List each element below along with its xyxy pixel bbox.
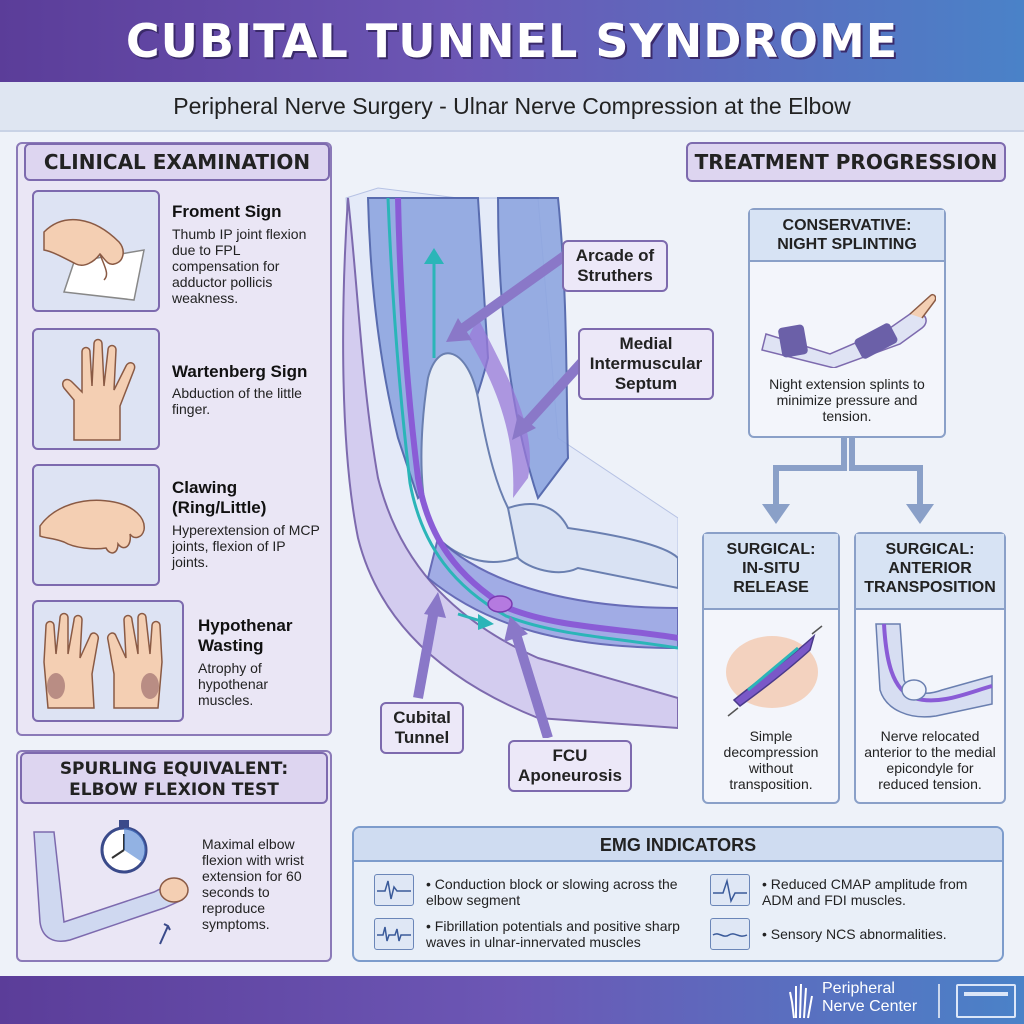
anterior-transposition-title: SURGICAL: ANTERIOR TRANSPOSITION [856, 534, 1004, 610]
in-situ-title-line1: SURGICAL: [726, 541, 816, 558]
fcu-aponeurosis-label: FCU Aponeurosis [508, 740, 632, 792]
fibrillation-icon [374, 918, 414, 950]
froment-sign-title: Froment Sign [172, 202, 282, 221]
froment-sign-image [32, 190, 160, 312]
hypothenar-wasting-text: Atrophy of hypothenar muscles. [198, 660, 269, 708]
in-situ-release-image [718, 620, 826, 720]
treatment-branch-arrows [748, 438, 948, 528]
froment-sign-text: Thumb IP joint flexion due to FPL compen… [172, 226, 307, 306]
elbow-flexion-test-title: SPURLING EQUIVALENT: ELBOW FLEXION TEST [20, 752, 328, 804]
anterior-transposition-box: SURGICAL: ANTERIOR TRANSPOSITION Nerve r… [854, 532, 1006, 804]
elbow-flexion-test-title-line1: SPURLING EQUIVALENT: [59, 759, 289, 779]
elbow-anatomy-illustration [338, 138, 679, 740]
clawing-image [32, 464, 160, 586]
footer-logo-line2: Nerve Center [822, 998, 918, 1015]
anterior-transposition-image [870, 620, 994, 720]
clinical-examination-title: CLINICAL EXAMINATION [24, 143, 330, 181]
in-situ-release-box: SURGICAL: IN-SITU RELEASE Simple decompr… [702, 532, 840, 804]
treatment-progression-title: TREATMENT PROGRESSION [686, 142, 1006, 182]
conservative-title-line1: CONSERVATIVE: [782, 217, 912, 234]
elbow-flexion-image [24, 812, 194, 958]
in-situ-release-title: SURGICAL: IN-SITU RELEASE [704, 534, 838, 610]
conservative-treatment-text: Night extension splints to minimize pres… [769, 376, 925, 424]
footer-logo-text: Peripheral Nerve Center [822, 980, 917, 1016]
anterior-transposition-text: Nerve relocated anterior to the medial e… [864, 728, 996, 792]
footer-logo-line1: Peripheral [822, 980, 895, 997]
emg-indicators-panel: EMG INDICATORS • Conduction block or slo… [352, 826, 1004, 962]
header-banner: CUBITAL TUNNEL SYNDROME [0, 0, 1024, 82]
emg-item-reduced-cmap: • Reduced CMAP amplitude from ADM and FD… [762, 876, 968, 908]
sensory-ncs-icon [710, 918, 750, 950]
elbow-flexion-test-title-line2: ELBOW FLEXION TEST [69, 780, 279, 800]
page-subtitle: Peripheral Nerve Surgery - Ulnar Nerve C… [173, 93, 851, 119]
waveform-icon [374, 874, 414, 906]
elbow-flexion-test-text: Maximal elbow flexion with wrist extensi… [202, 836, 304, 932]
anterior-title-line2: ANTERIOR [888, 560, 972, 577]
clawing-title: Clawing (Ring/Little) [172, 478, 267, 517]
emg-item-fibrillation: • Fibrillation potentials and positive s… [426, 918, 680, 950]
emg-item-sensory-ncs: • Sensory NCS abnormalities. [762, 926, 947, 942]
conservative-treatment-box: CONSERVATIVE: NIGHT SPLINTING Night exte… [748, 208, 946, 438]
anterior-title-line3: TRANSPOSITION [864, 579, 996, 596]
medial-intermuscular-septum-label: Medial Intermuscular Septum [578, 328, 714, 400]
cubital-tunnel-label: Cubital Tunnel [380, 702, 464, 754]
wartenberg-sign-image [32, 328, 160, 450]
cmap-waveform-icon [710, 874, 750, 906]
page-title: CUBITAL TUNNEL SYNDROME [125, 14, 899, 68]
emg-item-conduction-block: • Conduction block or slowing across the… [426, 876, 678, 908]
hand-logo-icon [786, 982, 816, 1020]
subtitle-bar: Peripheral Nerve Surgery - Ulnar Nerve C… [0, 82, 1024, 132]
wartenberg-sign-text: Abduction of the little finger. [172, 385, 302, 417]
footer-banner [0, 976, 1024, 1024]
arcade-of-struthers-label: Arcade of Struthers [562, 240, 668, 292]
hypothenar-wasting-image [32, 600, 184, 722]
footer-divider [938, 984, 940, 1018]
in-situ-title-line2: IN-SITU [742, 560, 800, 577]
wartenberg-sign-title: Wartenberg Sign [172, 362, 308, 381]
footer-badge-icon [956, 984, 1016, 1018]
night-splint-image [760, 268, 937, 369]
clawing-text: Hyperextension of MCP joints, flexion of… [172, 522, 320, 570]
in-situ-title-line3: RELEASE [733, 579, 809, 596]
conservative-treatment-title: CONSERVATIVE: NIGHT SPLINTING [750, 210, 944, 262]
anterior-title-line1: SURGICAL: [885, 541, 975, 558]
in-situ-release-text: Simple decompression without transpositi… [723, 728, 819, 792]
hypothenar-wasting-title: Hypothenar Wasting [198, 616, 293, 655]
conservative-title-line2: NIGHT SPLINTING [777, 236, 917, 253]
emg-indicators-title: EMG INDICATORS [354, 828, 1002, 862]
